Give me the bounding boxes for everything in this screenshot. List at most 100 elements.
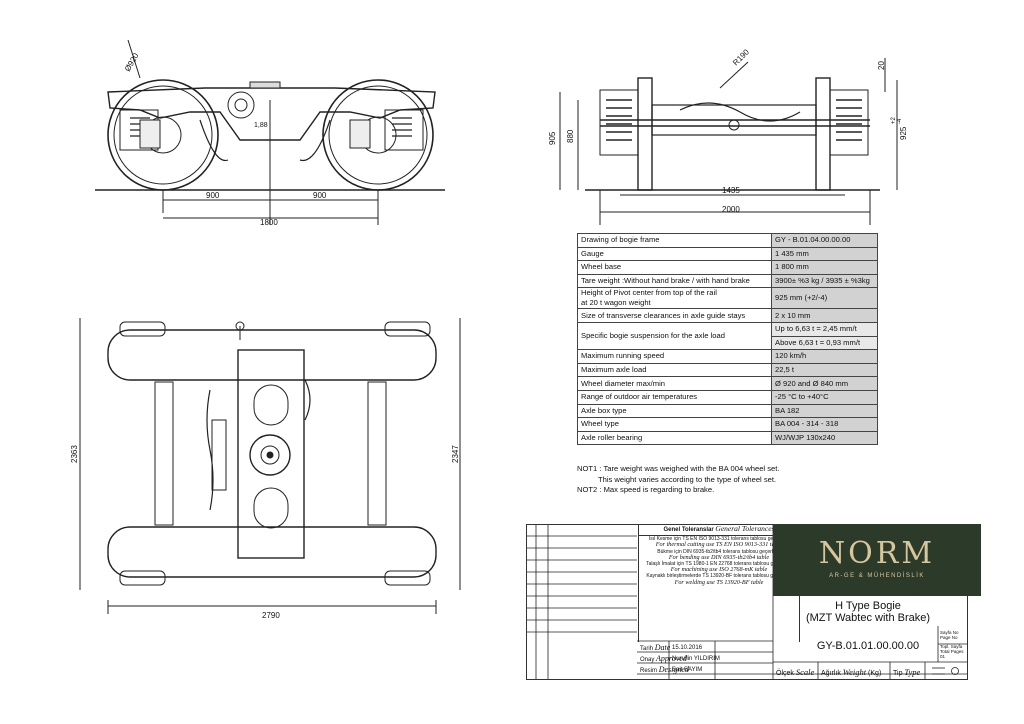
tolerance-tr: Isıl Kesme için TS EN ISO 9013-331 toler… xyxy=(648,536,790,543)
dim-900-right: 900 xyxy=(313,191,327,200)
spec-row: Height of Pivot center from top of the r… xyxy=(577,287,878,310)
dim-1435: 1435 xyxy=(722,186,740,195)
tolerance-header-en: General Tolerances xyxy=(715,524,775,533)
spec-row: Specific bogie suspension for the axle l… xyxy=(577,321,878,351)
title-block: Genel Toleranslar General Tolerances Isı… xyxy=(526,524,968,680)
dim-2347: 2347 xyxy=(451,445,460,463)
approved-label: Onay Approved xyxy=(640,654,687,663)
spec-value: BA 004 - 314 - 318 xyxy=(771,417,878,432)
spec-label: Wheel type xyxy=(577,417,772,432)
dim-925-lower-tol: -4 xyxy=(897,118,903,124)
spec-value: Above 6,63 t = 0,93 mm/t xyxy=(771,335,878,351)
company-subtitle: AR-GE & MÜHENDİSLİK xyxy=(829,573,925,579)
end-view xyxy=(559,58,898,225)
tolerance-en: For thermal cutting use TS EN ISO 9013-3… xyxy=(655,541,783,549)
dim-1800: 1800 xyxy=(260,218,278,227)
spec-row: Size of transverse clearances in axle gu… xyxy=(577,308,878,323)
dim-wheel-diameter: Ø920 xyxy=(123,51,141,73)
title-block-lines xyxy=(526,524,968,680)
tolerance-en: For machining use ISO 2768-mK table xyxy=(670,566,768,574)
center-plate-label: 1,88 xyxy=(254,122,268,129)
weight-label: Ağırlık Weight (Kg) xyxy=(821,667,882,677)
spec-label: Range of outdoor air temperatures xyxy=(577,389,772,405)
company-name: NORM xyxy=(818,536,936,571)
designed-by: Sait SAYIM xyxy=(672,667,703,673)
title-sub: (MZT Wabtec with Brake) xyxy=(805,612,931,624)
note-line: NOT1 : Tare weight was weighed with the … xyxy=(577,464,780,473)
spec-label: Drawing of bogie frame xyxy=(577,233,772,248)
spec-label: Maximum running speed xyxy=(577,349,772,364)
drawing-number: GY-B.01.01.00.00.00 xyxy=(816,640,920,652)
tolerance-en: For bending use DIN 6935-tb2/tb4 table xyxy=(668,553,770,561)
spec-label: Size of transverse clearances in axle gu… xyxy=(577,308,772,323)
spec-value: 1 800 mm xyxy=(771,260,878,275)
spec-row: Range of outdoor air temperatures-25 °C … xyxy=(577,389,878,405)
spec-label: Specific bogie suspension for the axle l… xyxy=(577,321,772,351)
spec-value: 22,5 t xyxy=(771,362,878,378)
dim-900-left: 900 xyxy=(206,191,220,200)
dim-r190: R190 xyxy=(731,47,751,67)
spec-label: Maximum axle load xyxy=(577,362,772,378)
notes: NOT1 : Tare weight was weighed with the … xyxy=(577,464,779,496)
dim-925-upper-tol: +2 xyxy=(891,116,897,124)
spec-label: Axle roller bearing xyxy=(577,430,772,446)
dim-2790: 2790 xyxy=(262,611,280,620)
spec-label: Height of Pivot center from top of the r… xyxy=(577,287,772,310)
spec-row: Tare weight :Without hand brake / with h… xyxy=(577,273,878,289)
top-view xyxy=(79,318,461,614)
dim-925: 925 xyxy=(899,126,908,140)
spec-value: Ø 920 and Ø 840 mm xyxy=(771,376,878,391)
company-logo: NORM AR-GE & MÜHENDİSLİK xyxy=(773,524,981,596)
tolerance-tr: Bükme için DIN 6935-tb2/tb4 tolerans tab… xyxy=(657,548,781,555)
spec-label: Gauge xyxy=(577,246,772,262)
spec-value: GY - B.01.04.00.00.00 xyxy=(771,233,878,248)
spec-label: Tare weight :Without hand brake / with h… xyxy=(577,273,772,289)
spec-value: -25 °C to +40°C xyxy=(771,389,878,405)
spec-value: 120 km/h xyxy=(771,349,878,364)
tolerance-header: Genel Toleranslar xyxy=(663,527,714,533)
note-line: This weight varies according to the type… xyxy=(577,474,777,484)
drawing-title: H Type Bogie (MZT Wabtec with Brake) xyxy=(773,600,963,624)
side-view xyxy=(95,39,445,225)
scale-label: Ölçek Scale xyxy=(776,667,815,677)
spec-row: Above 6,63 t = 0,93 mm/t xyxy=(578,335,878,351)
dim-905: 905 xyxy=(548,131,557,145)
page-info: Sayfa No Page No Topl. Sayfa Total Pages… xyxy=(940,630,964,659)
spec-value: Up to 6,63 t = 2,45 mm/t xyxy=(771,321,878,337)
dim-2000: 2000 xyxy=(722,205,740,214)
spec-value: BA 182 xyxy=(771,403,878,419)
spec-value: WJ/WJP 130x240 xyxy=(771,430,878,446)
spec-value: 2 x 10 mm xyxy=(771,308,878,323)
note-line: NOT2 : Max speed is regarding to brake. xyxy=(577,485,715,494)
spec-label: Axle box type xyxy=(577,403,772,419)
approved-by: Nurullin YILDIRIM xyxy=(672,656,720,662)
spec-label: Wheel base xyxy=(577,260,772,275)
title-main: H Type Bogie xyxy=(835,600,901,612)
date-value: 15.10.2016 xyxy=(672,645,703,651)
tolerance-tr: Kaynaklı birleştirmelerde TS 13920-BF to… xyxy=(646,573,792,580)
type-label: Tip Type xyxy=(893,667,921,677)
spec-value: 1 435 mm xyxy=(771,246,878,262)
dim-2363: 2363 xyxy=(70,445,79,463)
tolerance-tr: Talaşlı İmalat için TS 1980-1 EN 22768 t… xyxy=(646,561,792,568)
general-tolerances: Genel Toleranslar General Tolerances Isı… xyxy=(638,525,800,642)
spec-value: 925 mm (+2/-4) xyxy=(771,287,878,310)
tolerance-en: For welding use TS 13920-BF table xyxy=(674,578,764,586)
spec-value: 3900± %3 kg / 3935 ± %3kg xyxy=(771,273,878,289)
dim-20: 20 xyxy=(877,61,886,70)
dim-880: 880 xyxy=(566,129,575,143)
spec-label: Wheel diameter max/min xyxy=(577,376,772,391)
designed-label: Resim Designed xyxy=(640,665,689,674)
date-label: Tarih Date xyxy=(640,643,671,652)
